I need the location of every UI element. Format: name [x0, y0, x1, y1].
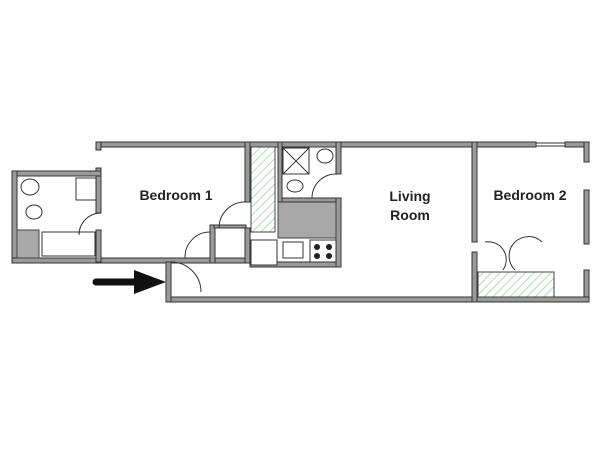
- room-label-bedroom-1: Bedroom 1: [139, 187, 213, 203]
- room-label-bedroom-2: Bedroom 2: [493, 187, 567, 203]
- room-label-living-line1: Living: [389, 188, 431, 204]
- walls: [11, 141, 590, 303]
- room-label-living-line2: Room: [390, 207, 430, 223]
- entry-arrow: [92, 270, 166, 294]
